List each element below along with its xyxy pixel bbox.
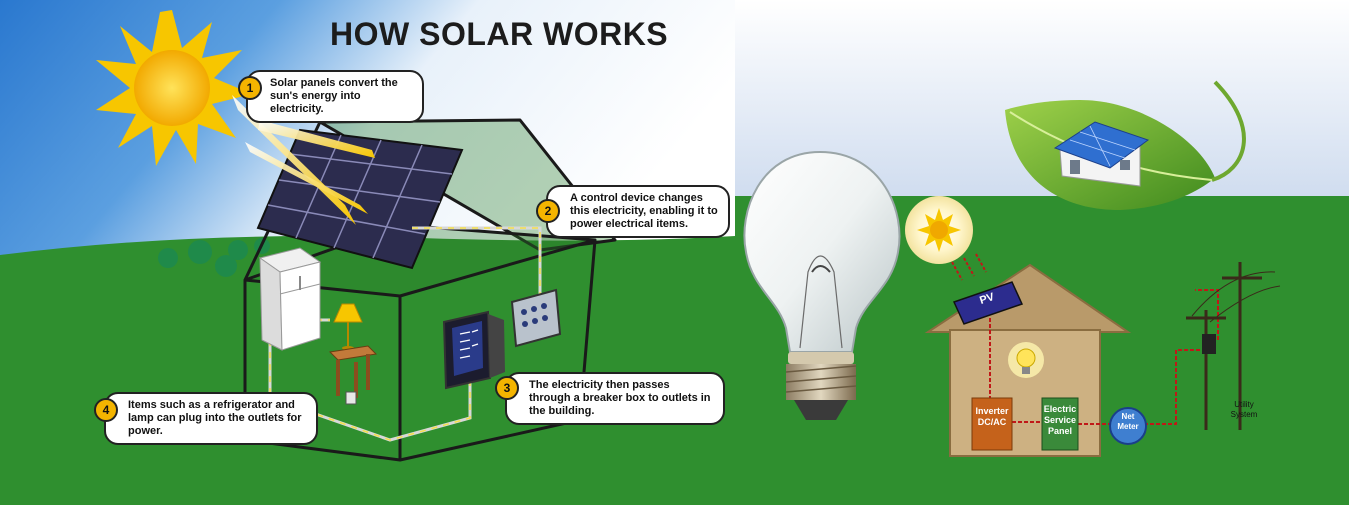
transformer-icon [1202, 334, 1216, 354]
net-metering-diagram [905, 196, 1281, 457]
step-2-callout: A control device changes this electricit… [546, 185, 730, 238]
service-panel-label: Electric Service Panel [1043, 404, 1077, 436]
sun-rays-arrows [951, 253, 987, 281]
step-1-text: Solar panels convert the sun's energy in… [270, 77, 398, 115]
page-title: HOW SOLAR WORKS [330, 16, 669, 52]
step-1-callout: Solar panels convert the sun's energy in… [246, 70, 424, 123]
step-2-badge: 2 [536, 199, 560, 223]
side-table-icon [328, 345, 378, 398]
inverter-label: Inverter DC/AC [975, 406, 1009, 427]
breaker-box-icon [442, 310, 505, 390]
service-panel-box [1041, 397, 1079, 451]
sun-beams [232, 95, 375, 225]
inverter-box [971, 397, 1013, 451]
step-4-text: Items such as a refrigerator and lamp ca… [128, 399, 302, 437]
step-3-badge: 3 [495, 376, 519, 400]
house-bulb-icon [1008, 342, 1044, 378]
control-device-icon [510, 288, 562, 348]
refrigerator-icon [258, 247, 322, 351]
utility-pole-icon [1186, 262, 1281, 430]
outlet-icon [345, 391, 357, 405]
step-4-badge: 4 [94, 398, 118, 422]
net-meter-label: Net Meter [1117, 412, 1139, 431]
light-bulb-icon [743, 150, 901, 420]
step-3-text: The electricity then passes through a br… [529, 379, 711, 417]
sun-icon [96, 10, 252, 166]
small-sun-icon [917, 208, 961, 252]
step-4-callout: Items such as a refrigerator and lamp ca… [104, 392, 318, 445]
leaf-house-icon [1005, 80, 1246, 210]
solar-panel-array [256, 128, 464, 270]
net-wiring [989, 289, 1219, 425]
step-2-text: A control device changes this electricit… [570, 192, 718, 230]
utility-system-label: Utility System [1230, 400, 1258, 419]
step-3-callout: The electricity then passes through a br… [505, 372, 725, 425]
step-1-badge: 1 [238, 76, 262, 100]
pv-panel-icon [952, 281, 1024, 325]
net-meter-icon [1109, 407, 1147, 445]
